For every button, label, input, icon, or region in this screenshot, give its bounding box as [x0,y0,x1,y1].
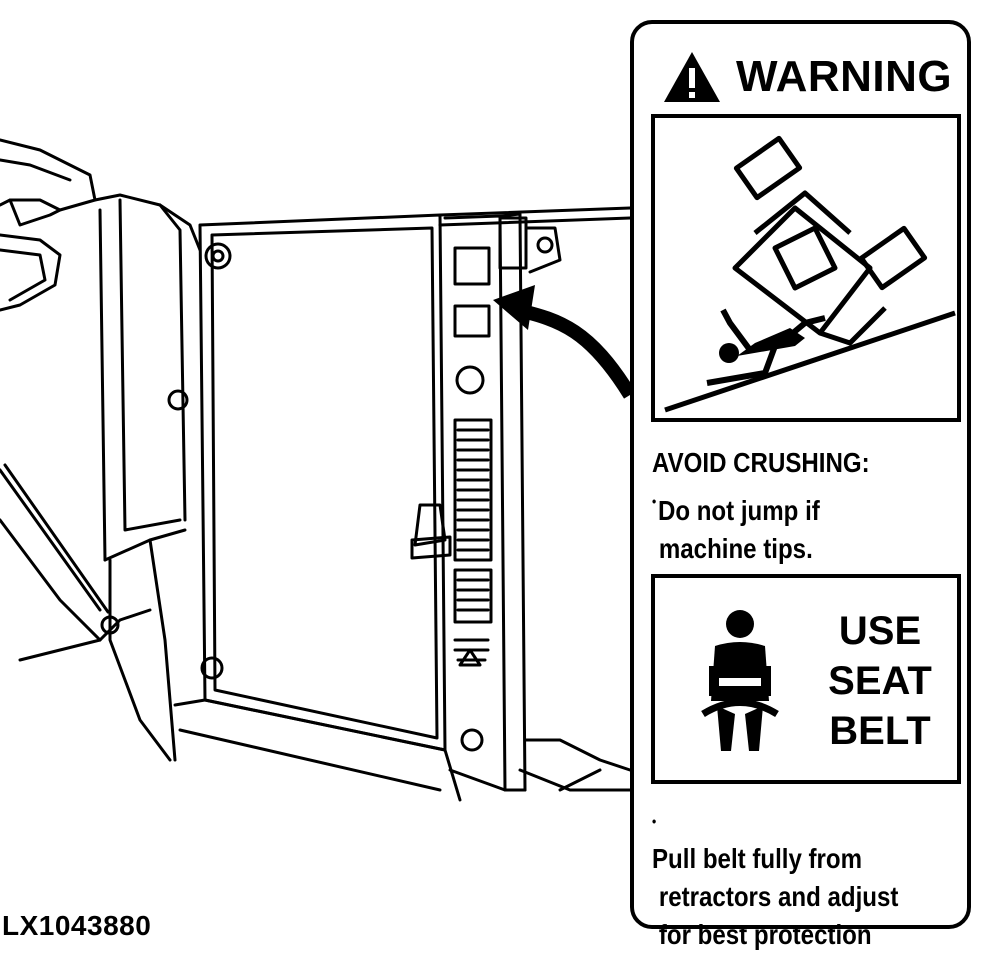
safety-warning-decal: WARNING AVOID CRUSHING: •Do not [630,20,971,950]
seatbelt-instruction: • Pull belt fully from retractors and adj… [652,802,898,954]
warning-title: WARNING [736,52,953,101]
hazard-heading: AVOID CRUSHING: [652,447,870,478]
bullet: • [652,493,657,509]
warning-triangle-icon [664,52,720,102]
seatbelt-panel: USE SEAT BELT [651,574,961,784]
hazard-caption: AVOID CRUSHING: •Do not jump if machine … [652,444,870,568]
instruction-line-3: for best protection [658,919,872,950]
figure-id: LX1043880 [2,910,152,941]
seatbelt-line-1: USE [838,609,922,653]
hazard-line-2: machine tips. [658,533,813,564]
seatbelt-line-2: SEAT [828,659,932,703]
instruction-line-1: Pull belt fully from [652,843,863,874]
tipover-pictogram [651,114,961,422]
seatbelt-line-3: BELT [829,709,931,753]
bullet: • [652,813,657,829]
hazard-line-1: Do not jump if [657,495,820,526]
seatbelt-operator-icon [701,610,779,751]
decal-header: WARNING [662,42,952,112]
use-seat-belt-text: USE SEAT BELT [805,606,955,756]
machine-tipover-icon [664,135,956,413]
pointer-arrow-icon [493,285,636,399]
instruction-line-2: retractors and adjust [658,881,899,912]
